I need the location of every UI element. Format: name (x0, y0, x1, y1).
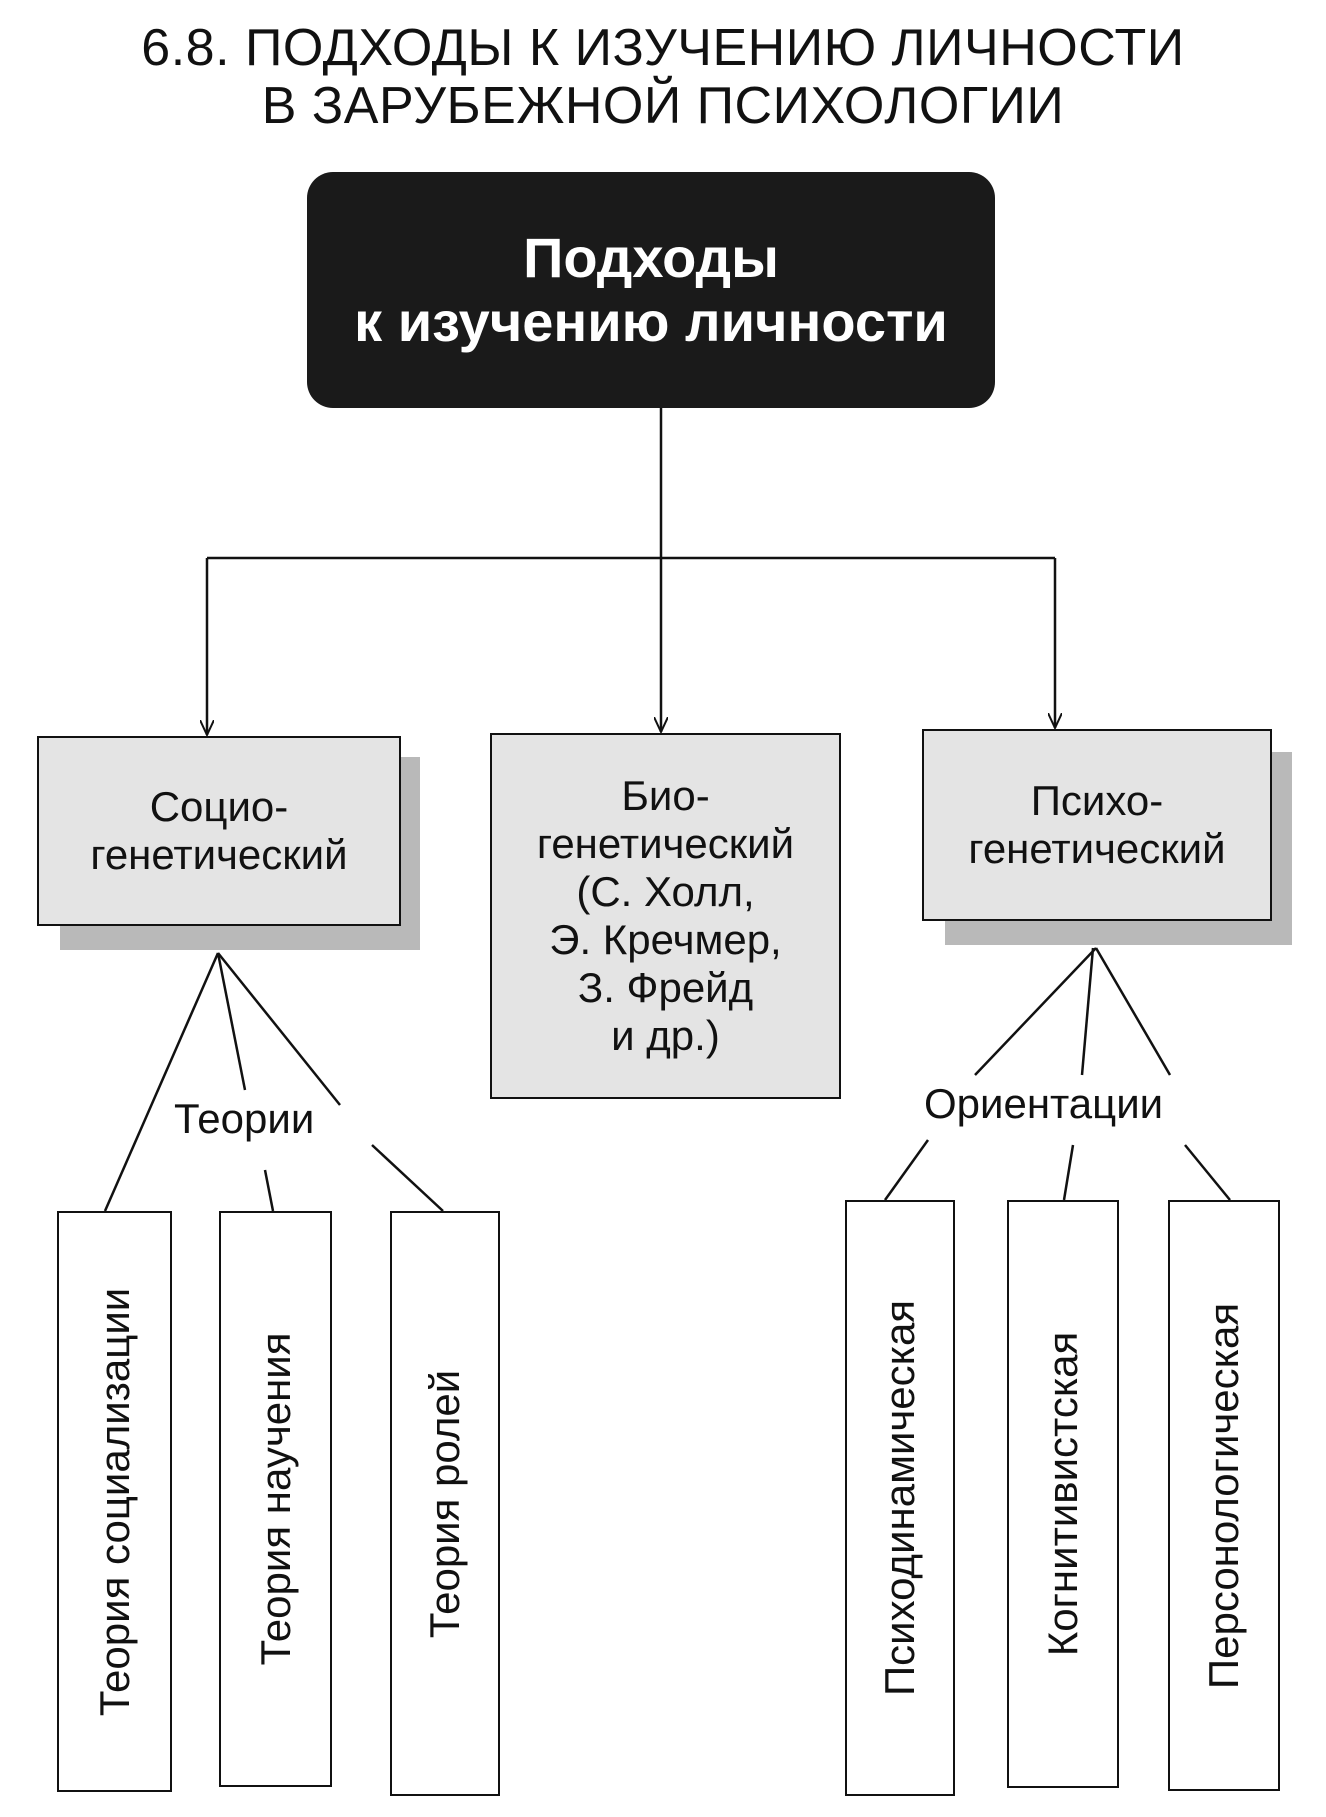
theory-label: Теория социализации (90, 1287, 138, 1716)
psycho-line-2: генетический (968, 825, 1226, 872)
page-title-line-1: 6.8. ПОДХОДЫ К ИЗУЧЕНИЮ ЛИЧНОСТИ (141, 19, 1185, 77)
bio-line-1: Био- (621, 772, 710, 819)
bio-line-5: З. Фрейд (577, 964, 754, 1011)
theory-label: Теория научения (251, 1332, 299, 1666)
bio-genetic-box: Био- генетический (С. Холл, Э. Кречмер, … (490, 733, 841, 1099)
socio-genetic-box: Социо- генетический (37, 736, 401, 926)
orientations-label: Ориентации (918, 1080, 1170, 1128)
orientation-label: Персонологическая (1200, 1302, 1247, 1689)
theory-box-roles: Теория ролей (390, 1211, 500, 1796)
bio-line-3: (С. Холл, (576, 868, 755, 915)
orientation-box-psychodynamic: Психодинамическая (845, 1200, 955, 1796)
psycho-genetic-box: Психо- генетический (922, 729, 1272, 921)
orientation-label: Психодинамическая (876, 1299, 923, 1697)
theory-box-learning: Теория научения (219, 1211, 332, 1787)
bio-line-6: и др.) (611, 1012, 720, 1059)
theory-box-socialization: Теория социализации (57, 1211, 172, 1792)
orientation-box-cognitive: Когнитивистская (1007, 1200, 1119, 1788)
orientation-box-personological: Персонологическая (1168, 1200, 1280, 1791)
socio-line-2: генетический (90, 831, 348, 878)
bio-line-2: генетический (536, 820, 795, 867)
bio-line-4: Э. Кречмер, (549, 916, 782, 963)
psycho-line-1: Психо- (1030, 777, 1164, 824)
page-title-line-2: В ЗАРУБЕЖНОЙ ПСИХОЛОГИИ (261, 77, 1065, 135)
theory-label: Теория ролей (421, 1369, 468, 1638)
theories-label: Теории (168, 1095, 321, 1143)
orientation-label: Когнитивистская (1039, 1331, 1086, 1657)
root-line-1: Подходы (523, 226, 779, 289)
root-line-2: к изучению личности (354, 290, 948, 353)
root-approaches-box: Подходы к изучению личности (307, 172, 995, 408)
socio-line-1: Социо- (149, 783, 289, 830)
